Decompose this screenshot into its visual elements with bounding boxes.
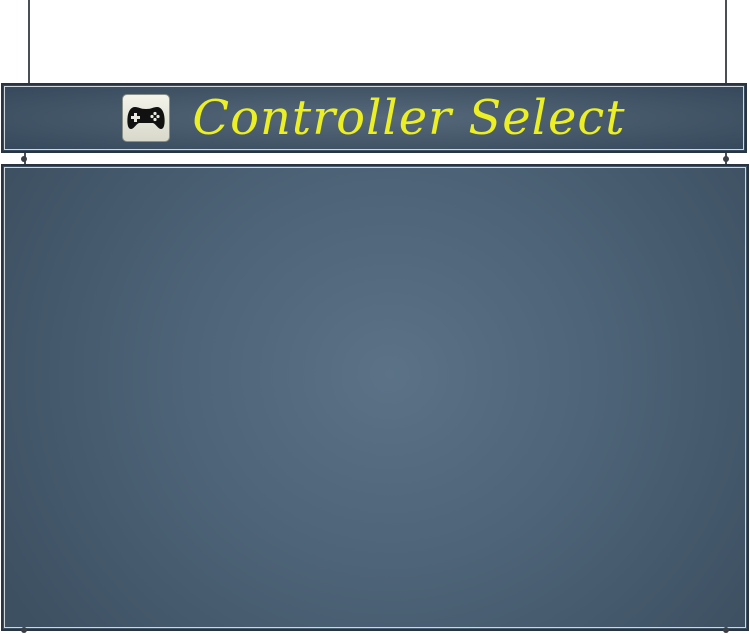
- hanging-rope-right: [725, 0, 727, 84]
- hanging-rope-left: [28, 0, 30, 84]
- connector-bolt-right: [723, 156, 729, 162]
- connector-bolt-left: [21, 156, 27, 162]
- bottom-bolt-left: [21, 627, 27, 633]
- controller-list-panel: [1, 164, 749, 631]
- gamepad-icon: [122, 94, 171, 142]
- header-banner: Controller Select: [1, 83, 747, 153]
- gamepad-icon-glyph: [127, 107, 166, 129]
- bottom-bolt-right: [723, 627, 729, 633]
- page-title: Controller Select: [192, 90, 626, 146]
